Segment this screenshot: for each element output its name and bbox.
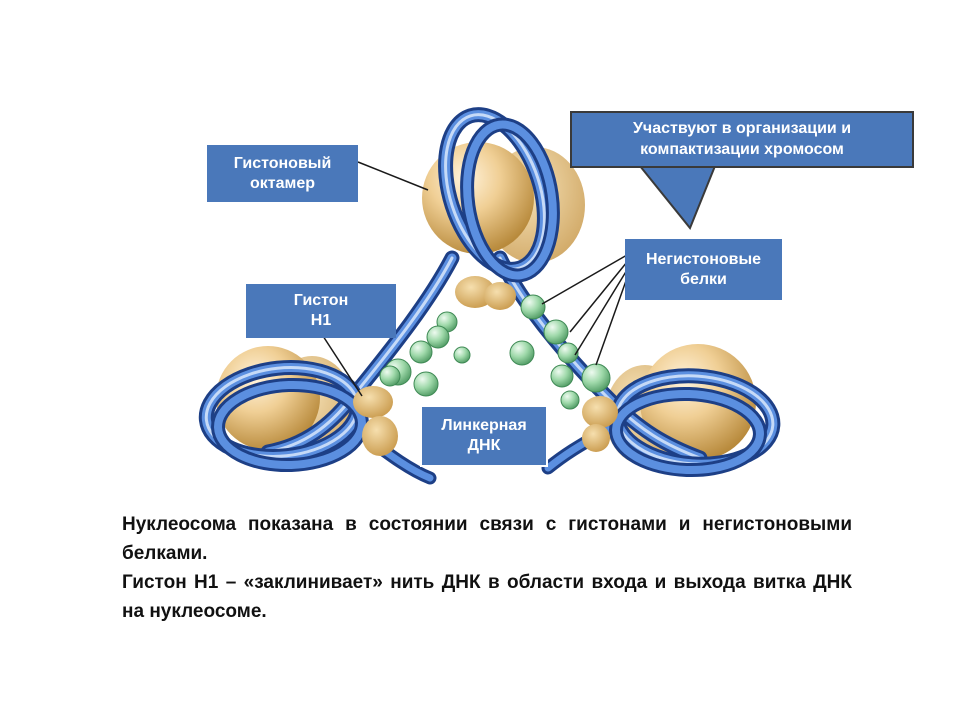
histone-h1-left [353,386,398,456]
histone-h1-right [582,396,618,452]
callout-line1: Участвуют в организации и [632,119,852,137]
caption-line2: Гистон Н1 – «заклинивает» нить ДНК в обл… [122,572,852,622]
leader-lines [322,161,628,397]
nonhistone-proteins [379,294,611,410]
callout-pointer [637,165,717,230]
label-histone-octamer-line2: октамер [249,174,316,192]
dna-wrap-top [438,107,560,283]
label-histone-h1-line2: Н1 [310,312,332,329]
caption: Нуклеосома показана в состоянии связи с … [122,510,852,626]
label-linker-dna-line1: Линкерная [441,417,527,434]
caption-line1: Нуклеосома показана в состоянии связи с … [122,514,852,564]
label-histone-h1: Гистон Н1 [246,284,396,338]
label-linker-dna-line2: ДНК [467,437,501,454]
callout-box: Участвуют в организации и компактизации … [570,111,914,168]
label-nonhistone-proteins-line1: Негистоновые [645,250,762,268]
histone-h1-top [455,276,516,310]
label-histone-octamer-line1: Гистоновый [233,154,332,172]
label-nonhistone-proteins: Негистоновые белки [625,239,782,300]
label-histone-octamer: Гистоновый октамер [207,145,358,202]
label-histone-h1-line1: Гистон [293,292,349,309]
label-nonhistone-proteins-line2: белки [680,270,727,288]
label-linker-dna: Линкерная ДНК [420,405,548,467]
callout-line2: компактизации хромосом [640,140,844,158]
